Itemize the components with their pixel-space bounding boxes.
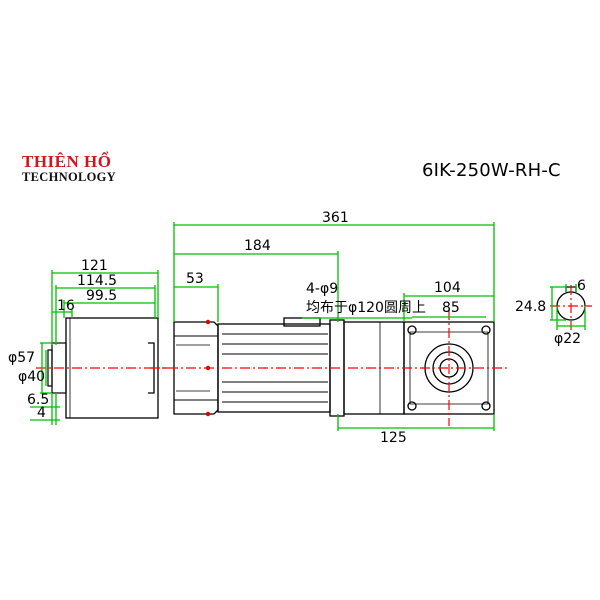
dim-shaft-key: 6 [577,278,586,294]
dim-995: 99.5 [86,288,117,304]
shaft-view-dimensions [550,284,586,330]
dim-shaft-height: 24.8 [515,299,546,315]
dim-shaft-dia: φ22 [554,331,581,347]
side-view-pilot-inner [47,349,53,387]
dim-121: 121 [81,258,108,274]
dim-104: 104 [434,280,461,296]
dim-1145: 114.5 [77,273,117,289]
dim-125: 125 [380,430,407,446]
bolt-hole-bl [407,401,417,411]
dim-53: 53 [186,271,204,287]
dim-184: 184 [244,238,271,254]
dim-offset-4: 4 [37,405,46,421]
dim-mount-holes: 4-φ9 [306,281,338,297]
dim-pilot-57: φ57 [8,350,35,366]
dim-85: 85 [442,300,460,316]
main-view [173,317,495,417]
dim-offset-65: 6.5 [27,392,49,408]
terminal-box [283,317,321,327]
bolt-hole-tr [481,325,491,335]
dim-361: 361 [322,210,349,226]
main-view-dimensions [173,222,495,431]
brand-name: THIÊN HỔ [22,152,112,171]
dim-pilot-40: φ40 [18,369,45,385]
side-view-dimensions [30,270,159,425]
dim-16: 16 [57,298,75,314]
bolt-hole-br [481,401,491,411]
brand-tagline: TECHNOLOGY [22,170,116,184]
dim-mount-pcd: 均布于φ120圆周上 [306,300,426,316]
bolt-hole-tl [407,325,417,335]
model-title: 6IK-250W-RH-C [422,160,561,181]
